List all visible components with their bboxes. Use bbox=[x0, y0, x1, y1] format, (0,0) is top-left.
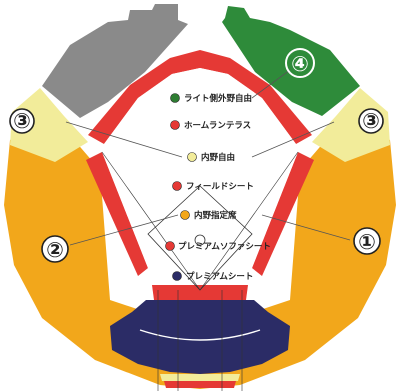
legend-item-right-field-free: ライト側外野自由 bbox=[170, 93, 252, 104]
section-4-right-field-free[interactable] bbox=[222, 6, 360, 116]
section-badge-2[interactable]: ② bbox=[41, 235, 69, 263]
section-number-2: ② bbox=[46, 238, 64, 262]
bottom-yellow-rows bbox=[160, 374, 240, 381]
playing-field bbox=[102, 68, 298, 300]
legend-swatch-infield-free bbox=[187, 152, 197, 162]
section-badge-3-right[interactable]: ③ bbox=[358, 108, 384, 134]
legend-item-field-seat: フィールドシート bbox=[172, 181, 254, 192]
section-number-3-right: ③ bbox=[362, 109, 380, 133]
section-badge-3-left[interactable]: ③ bbox=[9, 108, 35, 134]
legend-item-premium-seat: プレミアムシート bbox=[172, 271, 253, 282]
section-3-left-infield-free[interactable] bbox=[10, 88, 88, 162]
leader-3-left bbox=[65, 121, 183, 158]
legend-item-home-run-terrace: ホームランテラス bbox=[170, 120, 251, 131]
pitchers-mound bbox=[194, 234, 206, 246]
legend-item-infield-reserved: 内野指定席 bbox=[180, 210, 237, 221]
legend-item-infield-free: 内野自由 bbox=[187, 152, 235, 163]
left-outfield-stand bbox=[42, 4, 188, 118]
legend-swatch-infield-reserved bbox=[180, 210, 190, 220]
home-run-terrace bbox=[88, 50, 312, 144]
foul-line-left bbox=[101, 151, 201, 291]
legend-swatch-right-field-free bbox=[170, 93, 180, 103]
legend-label-home-run-terrace: ホームランテラス bbox=[184, 121, 251, 131]
legend-swatch-home-run-terrace bbox=[170, 120, 180, 130]
legend-label-field-seat: フィールドシート bbox=[186, 182, 254, 192]
field-seat-left bbox=[86, 152, 148, 276]
premium-seat-inner-line bbox=[139, 329, 261, 341]
leader-3-right bbox=[251, 121, 335, 158]
leader-4 bbox=[251, 69, 291, 99]
legend-item-premium-sofa: プレミアムソファシート bbox=[165, 241, 271, 252]
legend-label-infield-reserved: 内野指定席 bbox=[194, 210, 237, 221]
legend-label-right-field-free: ライト側外野自由 bbox=[184, 93, 252, 104]
premium-seat-area bbox=[110, 300, 290, 374]
legend-swatch-premium-sofa bbox=[165, 241, 175, 251]
legend-label-infield-free: 内野自由 bbox=[201, 152, 235, 163]
section-badge-4[interactable]: ④ bbox=[285, 48, 315, 78]
premium-sofa-seat bbox=[152, 285, 248, 300]
section-number-3-left: ③ bbox=[13, 109, 31, 133]
section-badge-1[interactable]: ① bbox=[353, 227, 381, 255]
home-dugout-lines bbox=[157, 290, 243, 391]
legend-label-premium-sofa: プレミアムソファシート bbox=[178, 241, 271, 252]
field-seat-right bbox=[252, 152, 314, 276]
legend-swatch-premium-seat bbox=[172, 271, 182, 281]
infield-diamond bbox=[147, 185, 253, 291]
section-number-1: ① bbox=[358, 230, 376, 254]
leader-1 bbox=[261, 214, 351, 241]
bottom-red-rows bbox=[164, 381, 236, 388]
section-3-right-infield-free[interactable] bbox=[312, 88, 390, 162]
leader-2 bbox=[69, 214, 179, 246]
section-1-2-infield-reserved[interactable] bbox=[4, 112, 396, 389]
foul-line-right bbox=[199, 151, 299, 291]
legend-label-premium-seat: プレミアムシート bbox=[186, 271, 253, 282]
legend-swatch-field-seat bbox=[172, 181, 182, 191]
section-number-4: ④ bbox=[291, 52, 309, 76]
